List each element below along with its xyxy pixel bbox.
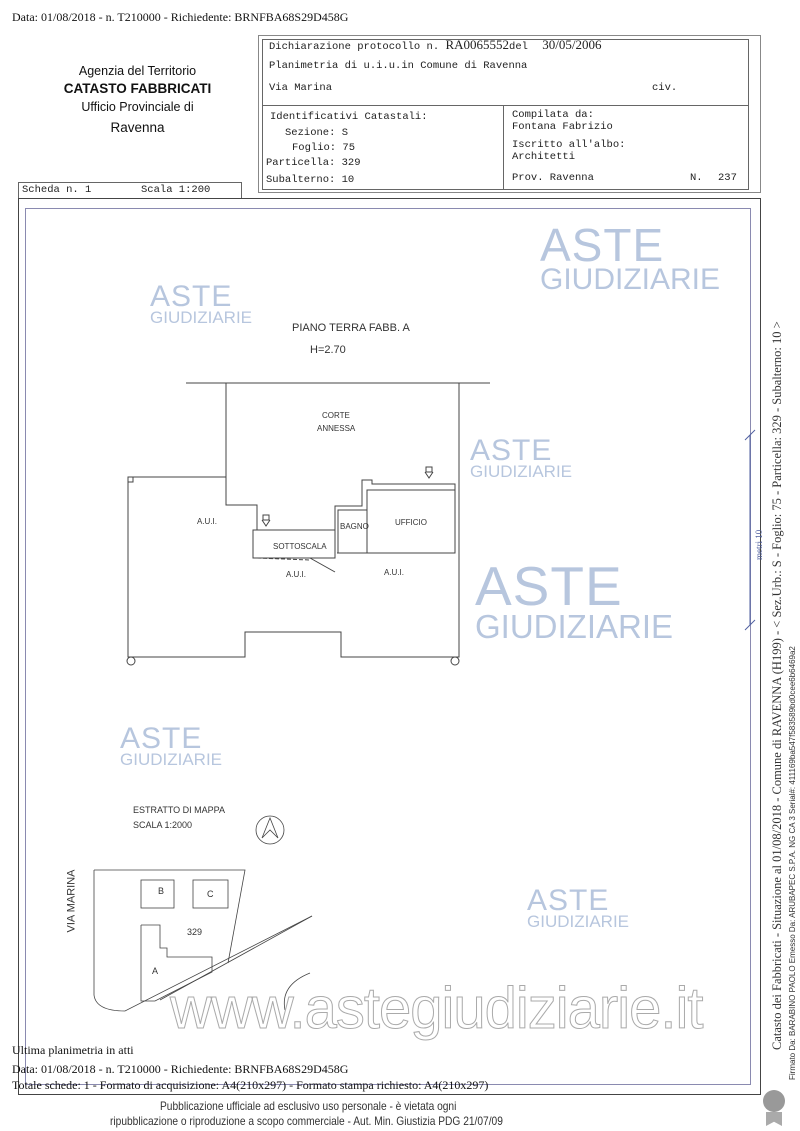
room-aui: A.U.I. (197, 517, 218, 526)
site-watermark: www.astegiudiziarie.it (169, 976, 703, 1041)
compilatore-block: Compilata da: Fontana Fabrizio Iscritto … (512, 109, 625, 163)
room-sottoscala: SOTTOSCALA (273, 542, 327, 551)
scale: Scala 1:200 (141, 184, 211, 196)
subalterno: Subalterno: 10 (266, 174, 355, 186)
site-map (93, 815, 313, 1012)
dimension-line (744, 429, 756, 631)
header-outer (258, 35, 761, 193)
room-bagno: BAGNO (340, 522, 369, 531)
compilata-label: Compilata da: (512, 109, 594, 121)
scheda-number: Scheda n. 1 (22, 184, 92, 196)
catasto-side-text: Catasto dei Fabbricati - Situazione al 0… (770, 321, 784, 1050)
footer-request: Data: 01/08/2018 - n. T210000 - Richiede… (12, 1062, 349, 1076)
divider (503, 105, 504, 190)
dimension-label: metri 10 (754, 529, 764, 560)
albo-number-label: N. (690, 172, 703, 184)
building-a: A (152, 966, 159, 976)
particella: Particella: 329 (266, 157, 361, 169)
ufficio-city: Ravenna (110, 120, 165, 135)
sheet-frame (18, 198, 761, 1095)
divider (262, 105, 749, 106)
footer-formats: Totale schede: 1 - Formato di acquisizio… (12, 1078, 489, 1092)
map-scale: SCALA 1:2000 (133, 820, 193, 830)
room-ufficio: UFFICIO (395, 518, 427, 527)
foglio: Foglio: 75 (292, 142, 356, 154)
street-name: VIA MARINA (65, 869, 78, 933)
map-title: ESTRATTO DI MAPPA (133, 805, 226, 815)
room-corte: CORTE (322, 411, 350, 420)
signature-info: Firmato Da: BARABINO PAOLO Emesso Da: AR… (788, 646, 797, 1080)
catasto-title: CATASTO FABBRICATI (63, 81, 212, 96)
planimetria-line: Planimetria di u.i.u.in Comune di Ravenn… (269, 60, 528, 72)
publication-notice: Pubblicazione ufficiale ad esclusivo uso… (160, 1099, 457, 1113)
publication-notice: ripubblicazione o riproduzione a scopo c… (110, 1114, 503, 1128)
iscritto-label: Iscritto all'albo: (512, 139, 626, 151)
header-box (262, 39, 749, 190)
drawing-frame (25, 208, 751, 1085)
ribbon-seal-icon (763, 1090, 785, 1126)
agency-block: Agenzia del Territorio CATASTO FABBRICAT… (40, 62, 235, 137)
protocol-date: 30/05/2006 (542, 37, 602, 52)
protocol-number: RA0065552 (445, 37, 510, 52)
ultima-planimetria: Ultima planimetria in atti (12, 1043, 134, 1057)
ufficio-label: Ufficio Provinciale di (81, 100, 194, 114)
room-aui: A.U.I. (384, 568, 405, 577)
parcel-number: 329 (187, 927, 203, 937)
address: Via Marina (269, 82, 333, 94)
del-label: del (509, 41, 528, 53)
plan-title: PIANO TERRA FABB. A (292, 322, 410, 334)
albo-number: 237 (718, 172, 737, 184)
compilatore-name: Fontana Fabrizio (512, 121, 613, 133)
building-c: C (207, 889, 214, 899)
provincia: Prov. Ravenna (512, 172, 594, 184)
protocol-label: Dichiarazione protocollo n. (269, 41, 440, 53)
agency-name: Agenzia del Territorio (78, 64, 197, 78)
request-info: Data: 01/08/2018 - n. T210000 - Richiede… (12, 10, 349, 24)
building-b: B (158, 886, 165, 896)
room-corte-annessa: ANNESSA (317, 424, 356, 433)
floor-plan (126, 382, 490, 666)
sezione: Sezione: S (285, 127, 349, 139)
identificativi-label: Identificativi Catastali: (270, 111, 428, 123)
albo-value: Architetti (512, 151, 576, 163)
plan-height: H=2.70 (310, 344, 346, 356)
protocol-line: Dichiarazione protocollo n. RA0065552del… (269, 37, 601, 53)
civic-number: civ. (652, 82, 678, 94)
room-aui: A.U.I. (286, 570, 307, 579)
